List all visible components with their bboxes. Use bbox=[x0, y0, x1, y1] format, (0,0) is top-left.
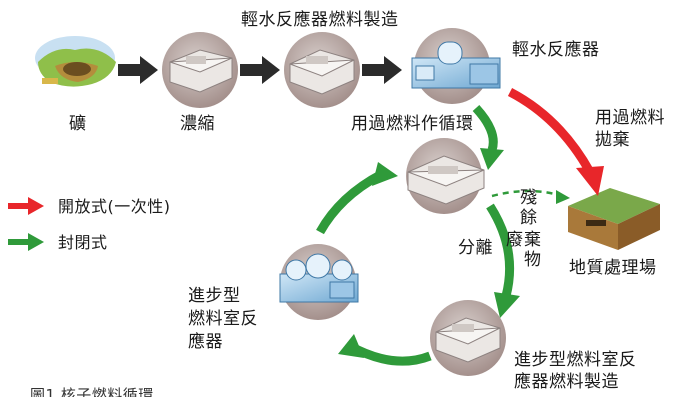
figure-caption: 圖1 核子燃料循環 bbox=[30, 386, 154, 397]
arrow-reactor-to-reprocessing bbox=[316, 170, 385, 235]
label-residual-waste: 殘餘 bbox=[520, 188, 540, 228]
label-enrichment: 濃縮 bbox=[180, 114, 215, 134]
label-lwr: 輕水反應器 bbox=[512, 40, 600, 60]
fbr-reactor-icon bbox=[279, 244, 359, 320]
label-lwr-fuel-fab: 輕水反應器燃料製造 bbox=[241, 10, 399, 30]
residual-char: 棄 bbox=[524, 230, 542, 250]
fbr-fuel-fab-icon bbox=[430, 300, 506, 376]
label-spent-fuel-cycle: 用過燃料作循環 bbox=[351, 114, 474, 134]
lwr-icon bbox=[411, 28, 501, 104]
closed-cycle-arrowheads bbox=[338, 148, 520, 358]
label-fbr-fuel-fab-2: 應器燃料製造 bbox=[514, 372, 619, 392]
mine-icon bbox=[35, 36, 116, 87]
lwr-fuel-fab-icon bbox=[284, 32, 360, 108]
arrow-enrichment-to-fab bbox=[240, 56, 280, 84]
residual-char: 物 bbox=[524, 250, 542, 270]
label-fbr-1: 進步型 bbox=[188, 286, 241, 306]
label-separation: 分離 bbox=[458, 238, 493, 258]
process-arrows bbox=[118, 56, 402, 84]
label-residual-waste-2: 廢 bbox=[506, 230, 526, 250]
label-spent-fuel-dispose-1: 用過燃料 bbox=[595, 108, 665, 128]
label-residual-waste-3: 棄物 bbox=[524, 230, 544, 270]
legend-open-label: 開放式(一次性) bbox=[58, 197, 171, 216]
label-fbr-2: 燃料室反 bbox=[188, 309, 258, 329]
waste-dashed-arrow bbox=[491, 189, 563, 198]
arrow-mine-to-enrichment bbox=[118, 56, 158, 84]
label-spent-fuel-dispose-2: 拋棄 bbox=[595, 130, 630, 150]
waste-dashed-arrowhead bbox=[556, 190, 570, 204]
arrow-reprocessing-to-fbr-fab bbox=[486, 203, 515, 298]
open-cycle-arrow bbox=[507, 88, 604, 196]
residual-char: 殘 bbox=[520, 188, 538, 208]
legend-swatches bbox=[8, 197, 44, 251]
legend-closed-label: 封閉式 bbox=[58, 233, 108, 252]
repository-icon bbox=[568, 188, 660, 250]
reprocessing-facility-icon bbox=[406, 138, 485, 214]
arrow-fab-to-lwr bbox=[362, 56, 402, 84]
label-fbr-3: 應器 bbox=[188, 332, 223, 352]
enrichment-facility-icon bbox=[162, 32, 238, 108]
label-mine: 礦 bbox=[69, 114, 87, 134]
arrow-lwr-to-reprocessing bbox=[472, 104, 498, 152]
residual-char: 廢 bbox=[506, 230, 524, 250]
label-fbr-fuel-fab-1: 進步型燃料室反 bbox=[514, 350, 637, 370]
residual-char: 餘 bbox=[520, 208, 538, 228]
label-repository: 地質處理場 bbox=[569, 258, 657, 278]
